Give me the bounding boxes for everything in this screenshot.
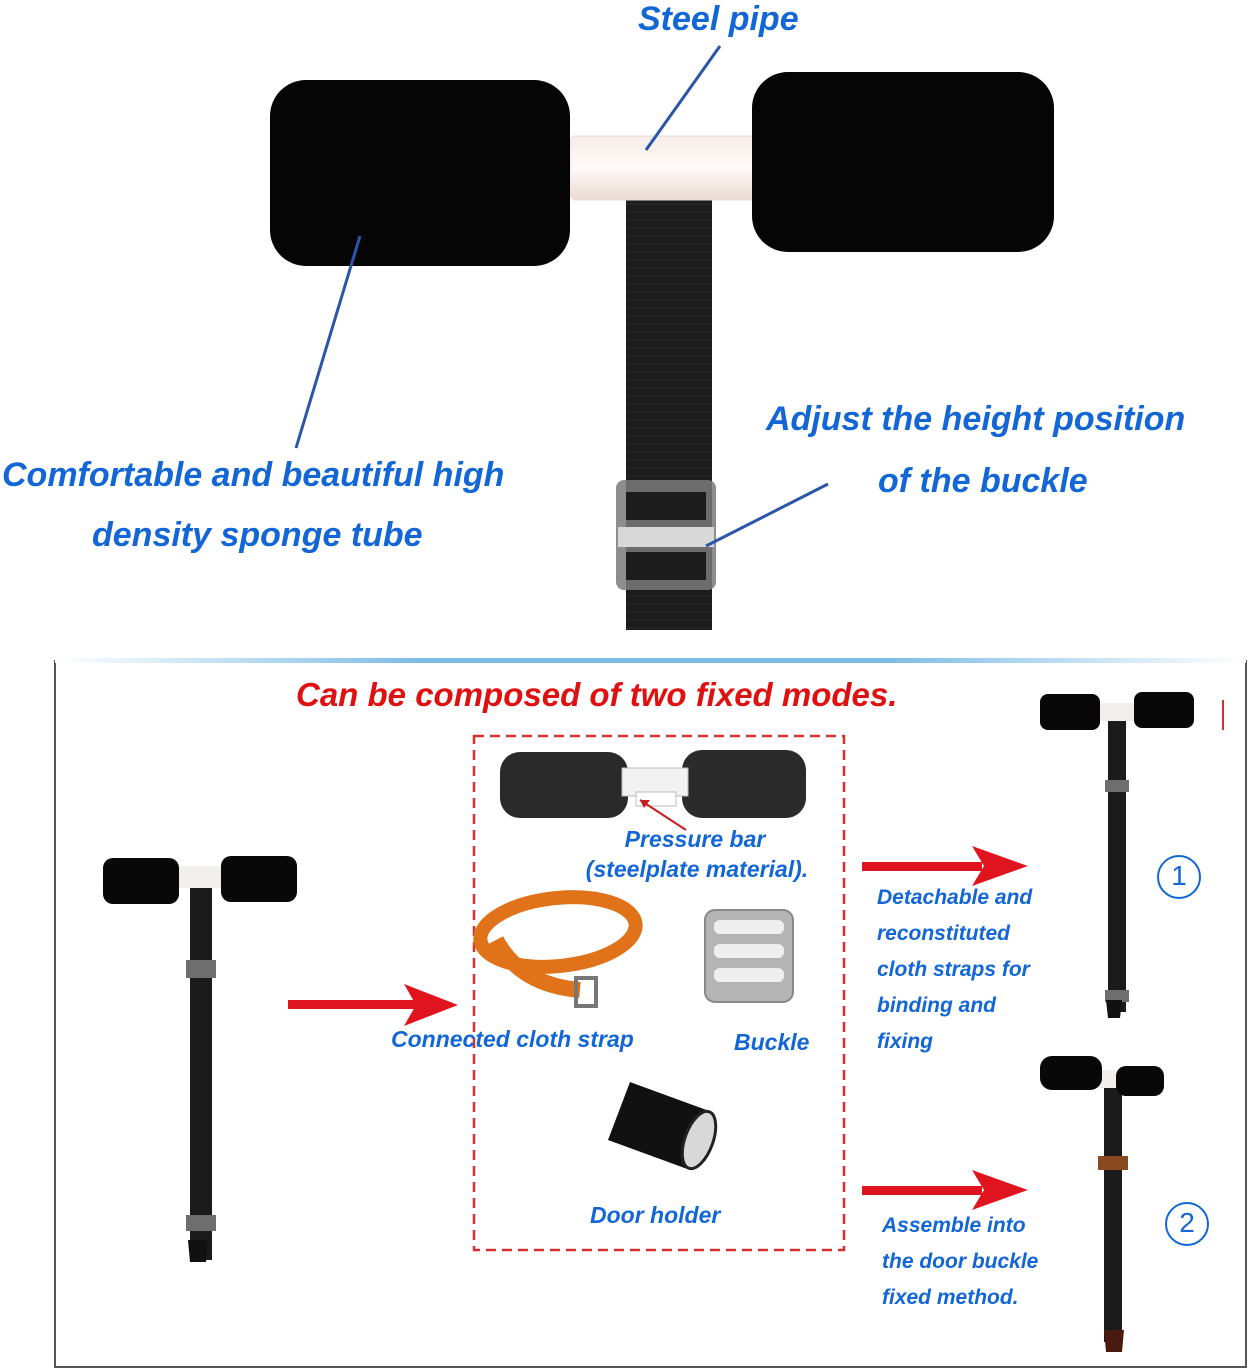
- pressure-bar-label-line1: Pressure bar: [624, 826, 766, 852]
- mode-1-line: Detachable and: [877, 886, 1033, 909]
- sponge-tube-label-line2: density sponge tube: [92, 516, 423, 554]
- mode-1-product: [1040, 692, 1224, 1018]
- arrow-to-parts: [288, 984, 458, 1026]
- mode-1-number: 1: [1171, 860, 1187, 891]
- adjust-buckle-label-line1: Adjust the height position: [766, 400, 1186, 438]
- pressure-bar-part: [500, 750, 806, 831]
- mode-2-line: Assemble into: [882, 1214, 1026, 1237]
- buckle-part: [704, 909, 794, 1003]
- steel-pipe-label: Steel pipe: [638, 0, 799, 38]
- mode-1-line: cloth straps for: [877, 958, 1030, 981]
- pressure-bar-label-line2: (steelplate material).: [585, 856, 809, 882]
- adjust-buckle-label-line2: of the buckle: [878, 462, 1088, 500]
- height-buckle: [616, 480, 716, 590]
- right-sponge-tube: [752, 72, 1054, 252]
- assembled-product-left: [103, 856, 297, 1262]
- steel-pipe: [569, 135, 757, 201]
- left-sponge-tube: [270, 80, 570, 266]
- mode-1-line: binding and: [877, 994, 996, 1017]
- buckle-label: Buckle: [734, 1029, 810, 1055]
- sponge-tube-label-line1: Comfortable and beautiful high: [2, 456, 505, 494]
- mode-1-line: reconstituted: [877, 922, 1011, 945]
- mode-2-line: the door buckle: [882, 1250, 1039, 1273]
- arrow-to-mode-2: [862, 1170, 1028, 1210]
- parts-dashed-box: [472, 734, 846, 1252]
- mode-2-line: fixed method.: [882, 1286, 1019, 1309]
- arrow-to-mode-1: [862, 846, 1028, 886]
- door-holder-part: [608, 1082, 718, 1171]
- cloth-strap-label: Connected cloth strap: [391, 1026, 634, 1052]
- door-holder-label: Door holder: [590, 1202, 721, 1228]
- fixed-modes-heading: Can be composed of two fixed modes.: [296, 676, 898, 713]
- mode-2-number: 2: [1179, 1207, 1195, 1238]
- mode-1-circle: [1157, 855, 1201, 899]
- mode-2-product: [1040, 1056, 1164, 1352]
- mode-1-line: fixing: [877, 1030, 933, 1053]
- cloth-strap-part: [473, 890, 643, 1008]
- mode-2-circle: [1165, 1202, 1209, 1246]
